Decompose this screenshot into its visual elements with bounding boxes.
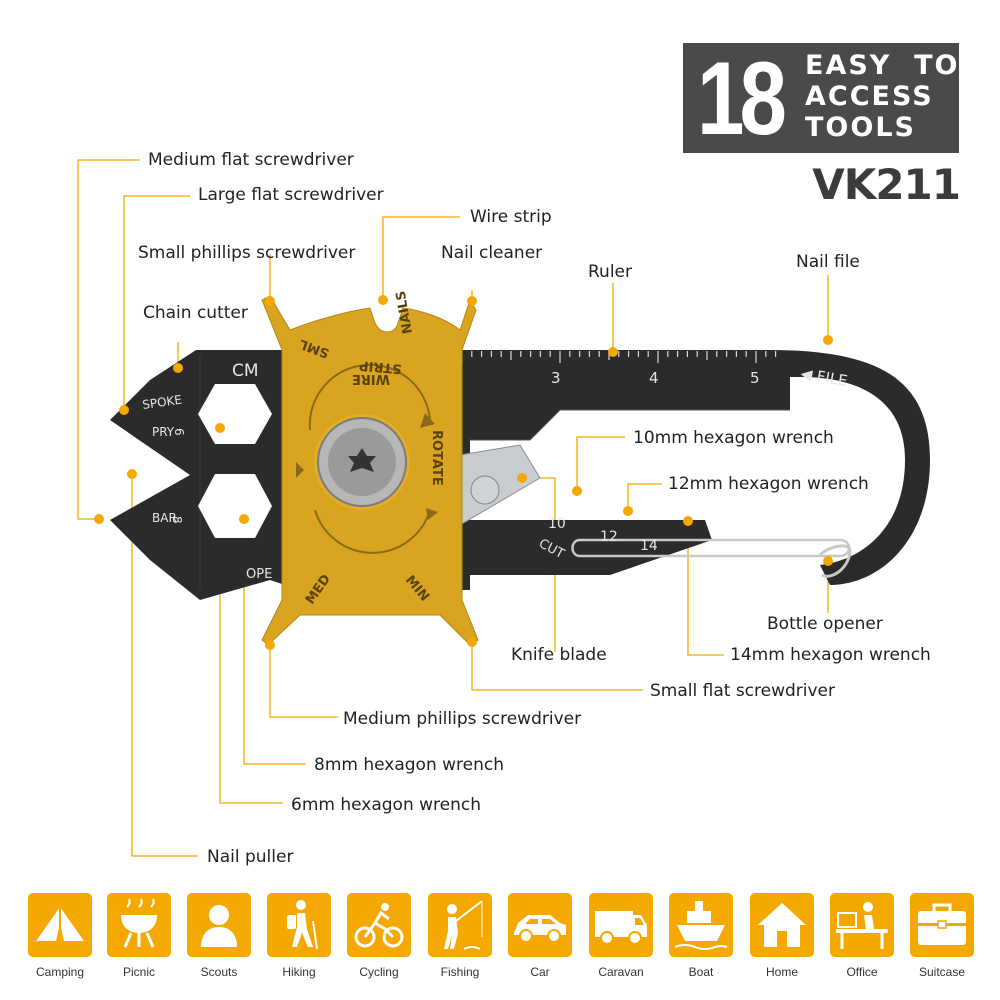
mark-wire: WIRE	[352, 371, 390, 386]
mark-8: 8	[170, 516, 184, 524]
use-label-home: Home	[765, 965, 798, 979]
use-label-fishing: Fishing	[440, 965, 480, 979]
gold-plate	[261, 295, 479, 646]
hiker-icon	[267, 893, 331, 957]
mark-10: 10	[548, 516, 566, 532]
label-large-flat-screwdriver: Large flat screwdriver	[198, 185, 384, 205]
model-number: VK211	[812, 160, 961, 209]
house-icon	[750, 893, 814, 957]
label-12mm-hexagon-wrench: 12mm hexagon wrench	[668, 474, 869, 494]
label-chain-cutter: Chain cutter	[143, 303, 248, 323]
mark-spoke: SPOKE	[141, 393, 182, 412]
mark-cm: CM	[232, 361, 259, 381]
use-label-picnic: Picnic	[122, 965, 155, 979]
badge-line-1: EASY TO	[805, 50, 960, 81]
tool-diagram: CM 2 3 4 5 ◀ FILE SPOKE 6 PRY 8 BAR OPE …	[77, 159, 930, 857]
label-6mm-hexagon-wrench: 6mm hexagon wrench	[291, 795, 481, 815]
use-label-boat: Boat	[688, 965, 714, 979]
van-icon	[589, 893, 653, 957]
plate-markings: SML WIRE STRIP NAILS ROTATE MED MIN	[297, 290, 444, 608]
label-small-phillips-screwdriver: Small phillips screwdriver	[138, 243, 356, 263]
car-icon	[508, 893, 572, 957]
label-bottle-opener: Bottle opener	[767, 614, 883, 634]
badge-line-3: TOOLS	[805, 112, 916, 143]
label-ruler: Ruler	[588, 262, 632, 282]
use-label-cycling: Cycling	[359, 965, 399, 979]
mark-4: 4	[649, 369, 659, 387]
cyclist-icon	[347, 893, 411, 957]
desk-icon	[830, 893, 894, 957]
use-label-hiking: Hiking	[282, 965, 316, 979]
badge-number: 18	[697, 41, 787, 157]
label-10mm-hexagon-wrench: 10mm hexagon wrench	[633, 428, 834, 448]
mark-ope: OPE	[246, 567, 272, 582]
callout-dots	[94, 295, 833, 650]
tent-icon	[28, 893, 92, 957]
fisherman-icon	[428, 893, 492, 957]
label-medium-phillips-screwdriver: Medium phillips screwdriver	[343, 709, 582, 729]
use-label-office: Office	[846, 965, 878, 979]
label-nail-puller: Nail puller	[207, 847, 294, 867]
label-knife-blade: Knife blade	[511, 645, 607, 665]
use-label-suitcase: Suitcase	[918, 965, 966, 979]
label-wire-strip: Wire strip	[470, 207, 552, 227]
mark-strip: STRIP	[359, 357, 403, 376]
use-label-scouts: Scouts	[200, 965, 238, 979]
feature-badge: 18 EASY TO ACCESS TOOLS	[683, 43, 959, 153]
label-nail-file: Nail file	[796, 252, 860, 272]
label-14mm-hexagon-wrench: 14mm hexagon wrench	[730, 645, 931, 665]
mark-nails: NAILS	[394, 290, 416, 335]
label-medium-flat-screwdriver: Medium flat screwdriver	[148, 150, 354, 170]
ruler-ticks	[461, 351, 777, 363]
badge-line-2: ACCESS	[805, 81, 934, 112]
mark-pry: PRY	[152, 425, 175, 439]
label-nail-cleaner: Nail cleaner	[441, 243, 543, 263]
label-8mm-hexagon-wrench: 8mm hexagon wrench	[314, 755, 504, 775]
use-label-camping: Camping	[35, 965, 85, 979]
person-icon	[187, 893, 251, 957]
ship-icon	[669, 893, 733, 957]
use-label-car: Car	[530, 965, 550, 979]
mark-12: 12	[600, 529, 618, 545]
mark-bar: BAR	[152, 511, 177, 525]
mark-5: 5	[750, 369, 760, 387]
grill-icon	[107, 893, 171, 957]
briefcase-icon	[910, 893, 974, 957]
mark-3: 3	[551, 369, 561, 387]
mark-rotate: ROTATE	[429, 430, 444, 486]
use-label-caravan: Caravan	[598, 965, 644, 979]
mark-6: 6	[172, 428, 186, 436]
label-small-flat-screwdriver: Small flat screwdriver	[650, 681, 836, 701]
mark-14: 14	[640, 538, 658, 554]
